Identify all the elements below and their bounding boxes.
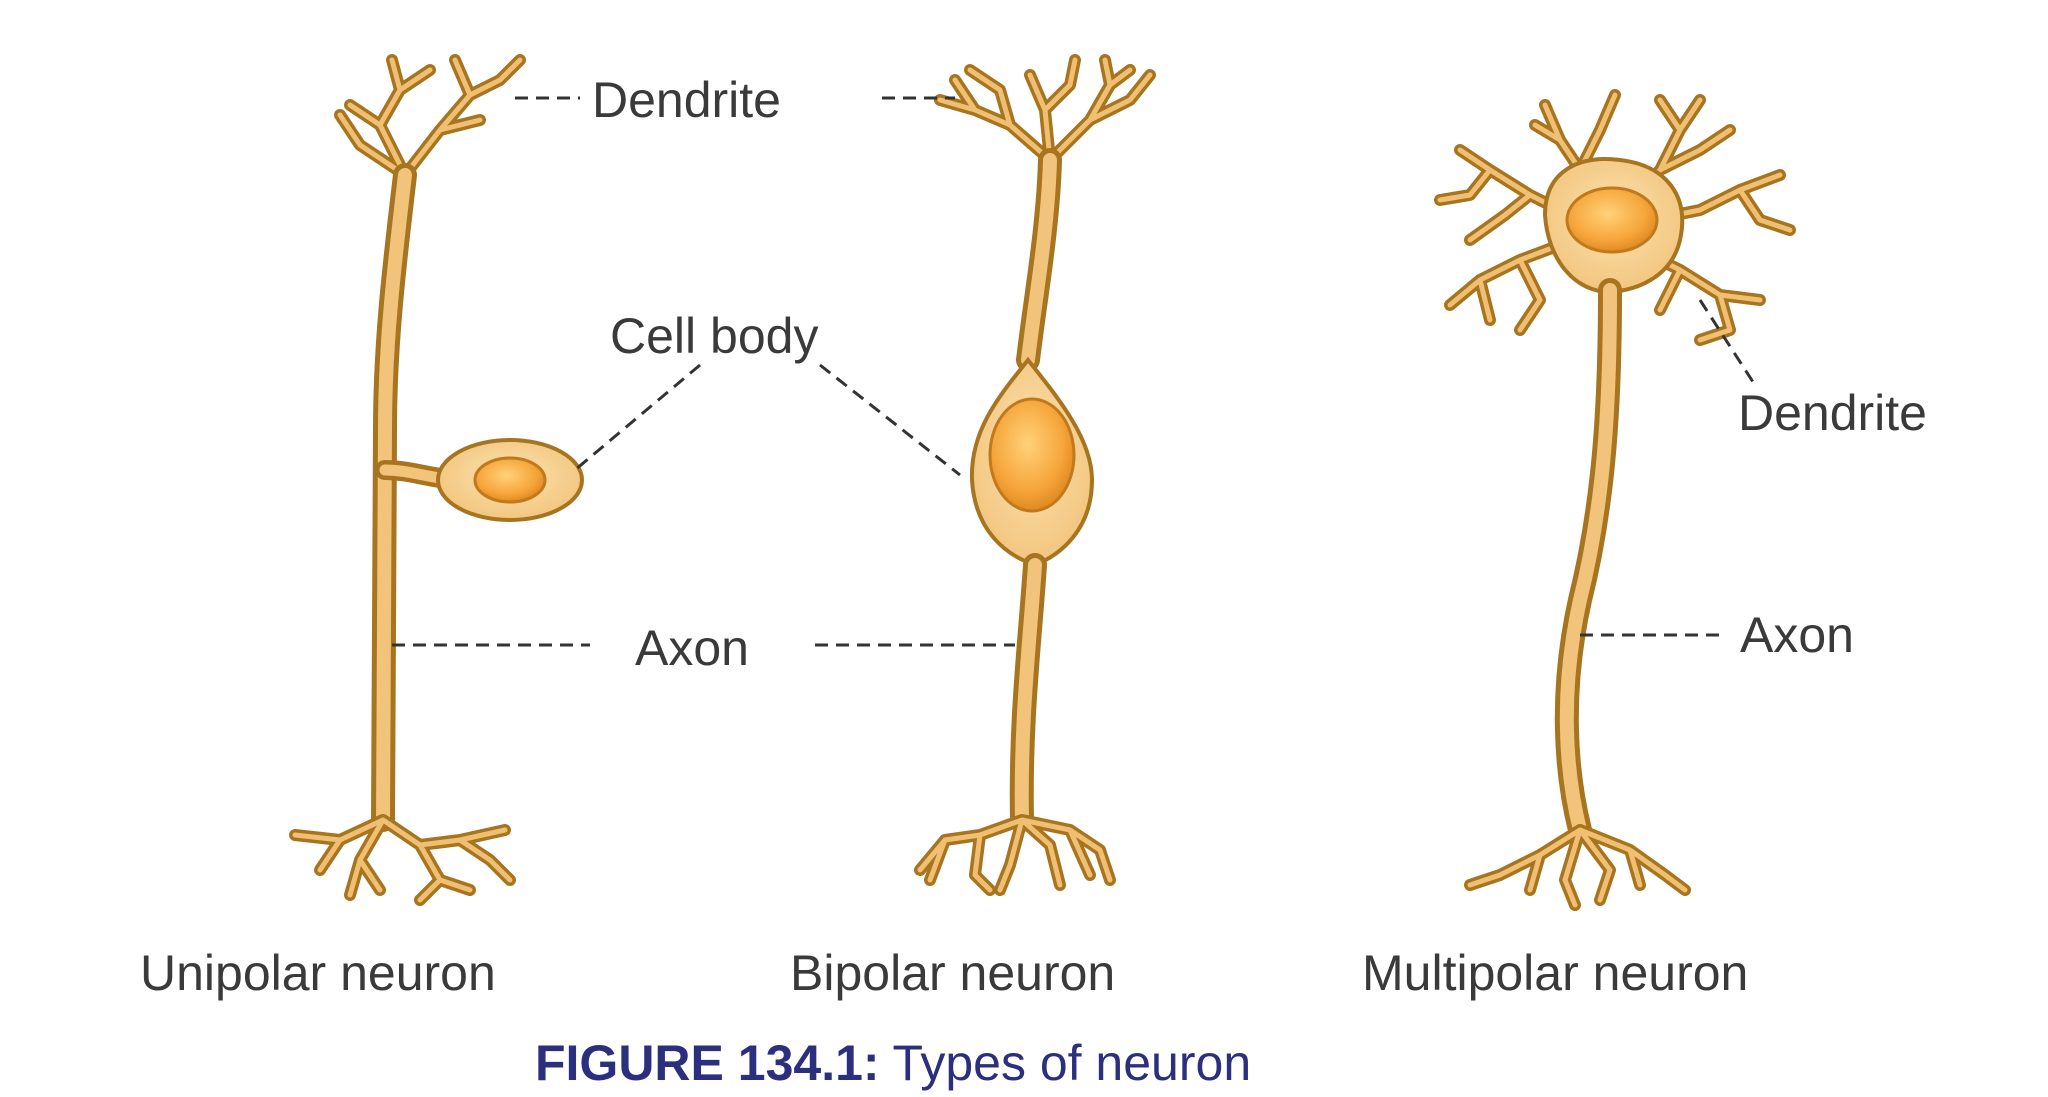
leader-cellbody-bipolar — [819, 363, 961, 477]
bipolar-axon-terminals — [914, 814, 1116, 896]
unipolar-axon-terminals — [289, 814, 516, 906]
leader-cellbody-unipolar — [574, 363, 701, 472]
leader-lines — [392, 96, 1757, 647]
unipolar-dendrites — [334, 54, 526, 181]
bipolar-neuron — [914, 54, 1156, 896]
figure-caption-number: FIGURE 134.1: — [535, 1035, 880, 1091]
bipolar-nucleus — [988, 397, 1076, 513]
label-multipolar-neuron: Multipolar neuron — [1362, 945, 1748, 1001]
multipolar-nucleus — [1565, 186, 1659, 254]
leader-dendrite-multipolar — [1698, 299, 1757, 386]
label-dendrite-top: Dendrite — [592, 72, 781, 128]
multipolar-axon-terminals — [1464, 824, 1691, 911]
label-axon-right: Axon — [1740, 607, 1854, 663]
label-dendrite-right: Dendrite — [1738, 385, 1927, 441]
figure-caption: FIGURE 134.1: Types of neuron — [535, 1035, 1251, 1091]
bipolar-dendrites — [934, 54, 1156, 166]
label-cell-body: Cell body — [610, 308, 818, 364]
label-bipolar-neuron: Bipolar neuron — [790, 945, 1115, 1001]
multipolar-neuron — [1434, 89, 1796, 911]
figure-caption-text: Types of neuron — [880, 1035, 1252, 1091]
label-unipolar-neuron: Unipolar neuron — [140, 945, 496, 1001]
unipolar-nucleus — [473, 456, 547, 504]
multipolar-dendrites — [1434, 89, 1796, 346]
unipolar-neuron — [289, 54, 584, 906]
label-axon-center: Axon — [635, 620, 749, 676]
